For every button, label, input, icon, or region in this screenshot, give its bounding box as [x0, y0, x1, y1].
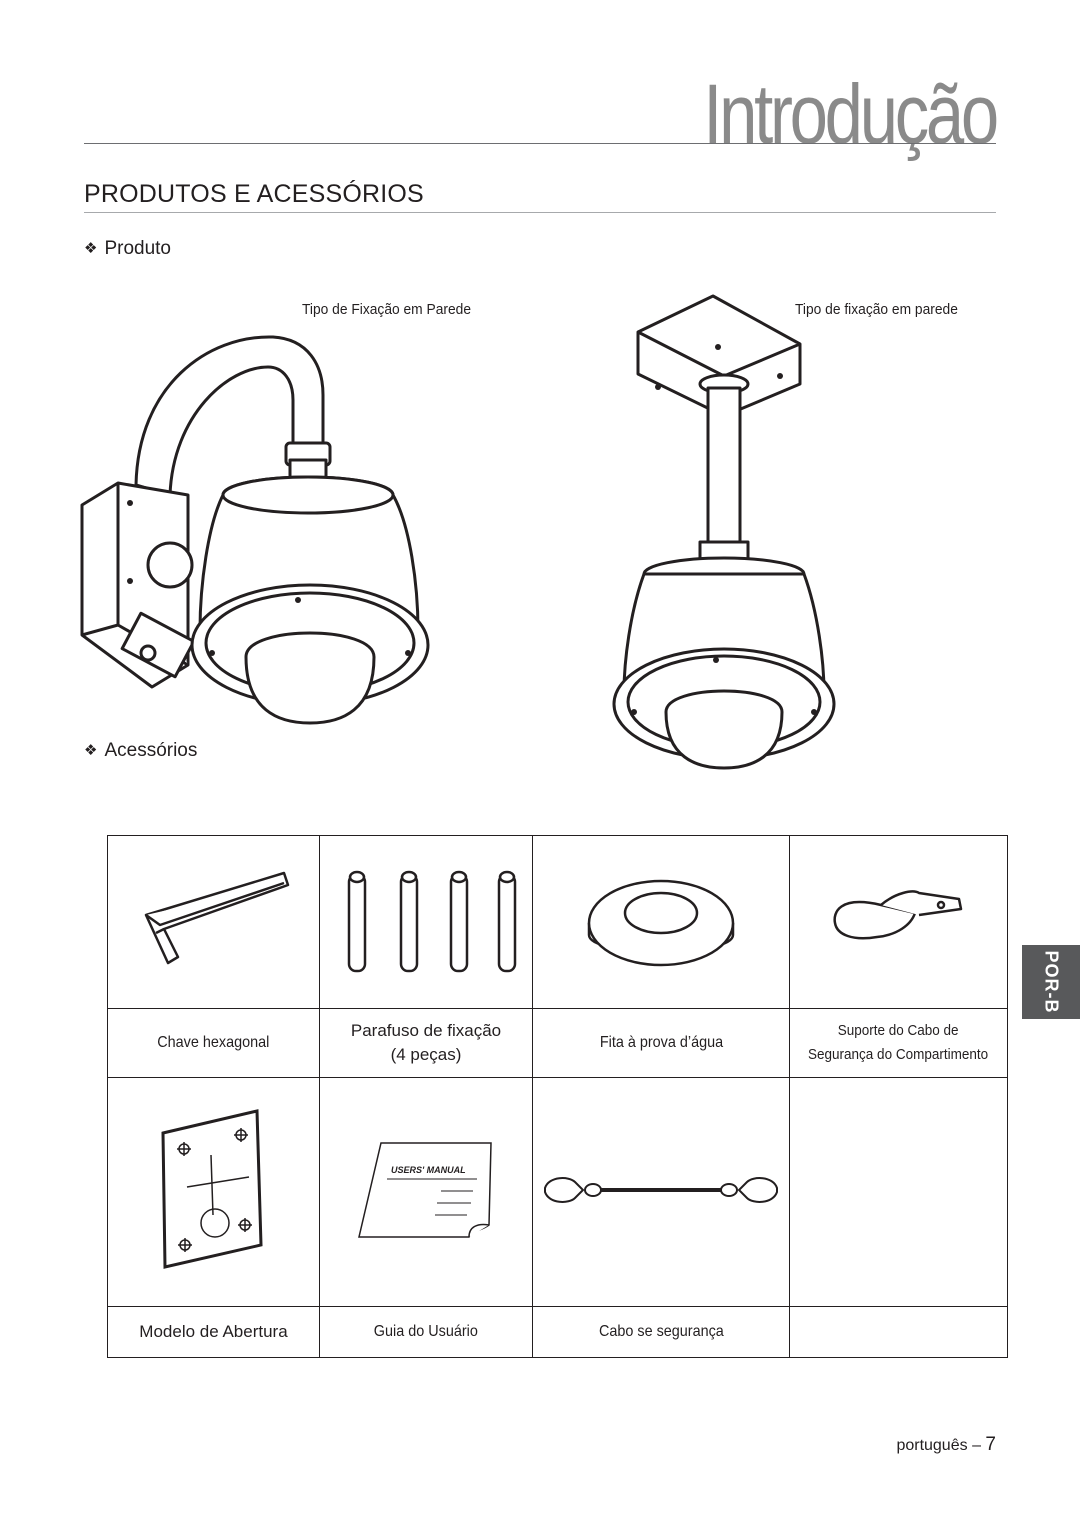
diamond-bullet-icon: ❖ — [84, 742, 98, 759]
accessories-table: Chave hexagonal Parafuso de fixação (4 p… — [107, 835, 1008, 1358]
page-footer: português – 7 — [896, 1434, 996, 1456]
user-guide-label: Guia do Usuário — [373, 1323, 479, 1340]
waterproof-tape-label: Fita à prova d’água — [599, 1034, 723, 1051]
wall-mount-camera-illustration — [80, 335, 430, 725]
diamond-bullet-icon: ❖ — [84, 240, 98, 257]
section-title: PRODUTOS E ACESSÓRIOS — [84, 180, 424, 208]
waterproof-tape-icon — [587, 879, 735, 966]
safety-cable-label: Cabo se segurança — [598, 1323, 724, 1340]
waterproof-tape-image-cell — [532, 835, 790, 1009]
mounting-template-icon — [160, 1108, 263, 1269]
chapter-title: Introdução — [703, 67, 999, 161]
page-number: 7 — [985, 1434, 996, 1455]
pendant-mount-camera-illustration — [612, 294, 836, 770]
safety-cable-bracket-icon — [832, 889, 962, 939]
screws-label: Parafuso de fixação — [350, 1021, 502, 1040]
template-image-cell — [107, 1077, 320, 1307]
footer-separator: – — [972, 1437, 981, 1454]
cable-bracket-label-cell: Suporte do Cabo de Segurança do Comparti… — [789, 1008, 1008, 1078]
hex-key-label-cell: Chave hexagonal — [107, 1008, 320, 1078]
safety-cable-image-cell — [532, 1077, 790, 1307]
accessories-label-row: Chave hexagonal Parafuso de fixação (4 p… — [107, 1008, 1008, 1078]
cable-bracket-label-line2: Segurança do Compartimento — [808, 1046, 989, 1063]
cable-bracket-image-cell — [789, 835, 1008, 1009]
hex-key-image-cell — [107, 835, 320, 1009]
product-heading-text: Produto — [104, 238, 171, 259]
caption-wall-mount-right: Tipo de fixação em parede — [795, 301, 958, 318]
screws-count-label: (4 peças) — [390, 1045, 462, 1064]
footer-language: português — [896, 1437, 968, 1454]
screws-label-cell: Parafuso de fixação (4 peças) — [319, 1008, 533, 1078]
safety-cable-label-cell: Cabo se segurança — [532, 1306, 790, 1358]
language-side-tab: POR-B — [1022, 945, 1080, 1019]
accessories-image-row-2: USERS' MANUAL — [107, 1077, 1008, 1307]
section-rule — [84, 212, 996, 213]
user-manual-icon: USERS' MANUAL — [358, 1141, 492, 1238]
cable-bracket-label: Suporte do Cabo de — [838, 1022, 959, 1039]
product-heading: ❖ Produto — [84, 238, 171, 260]
mounting-screws-icon — [347, 870, 517, 972]
hex-key-icon — [144, 871, 289, 964]
template-label-cell: Modelo de Abertura — [107, 1306, 320, 1358]
language-side-tab-label: POR-B — [1041, 950, 1062, 1014]
template-label: Modelo de Abertura — [139, 1322, 288, 1341]
accessories-image-row — [107, 835, 1008, 1009]
empty-image-cell — [789, 1077, 1008, 1307]
user-manual-cover-text: USERS' MANUAL — [391, 1165, 466, 1175]
caption-wall-mount-left: Tipo de Fixação em Parede — [302, 301, 472, 318]
user-guide-image-cell: USERS' MANUAL — [319, 1077, 533, 1307]
chapter-rule — [84, 143, 996, 144]
accessories-heading: ❖ Acessórios — [84, 740, 197, 762]
safety-cable-icon — [544, 1176, 778, 1203]
hex-key-label: Chave hexagonal — [157, 1034, 270, 1051]
user-guide-label-cell: Guia do Usuário — [319, 1306, 533, 1358]
waterproof-tape-label-cell: Fita à prova d’água — [532, 1008, 790, 1078]
screws-image-cell — [319, 835, 533, 1009]
accessories-heading-text: Acessórios — [104, 740, 198, 761]
empty-label-cell — [789, 1306, 1008, 1358]
accessories-label-row-2: Modelo de Abertura Guia do Usuário Cabo … — [107, 1306, 1008, 1358]
